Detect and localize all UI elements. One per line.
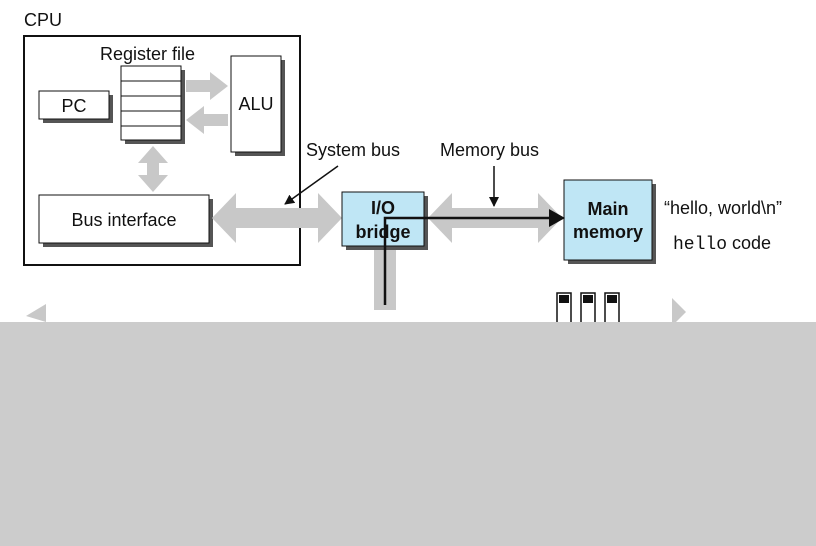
io-bridge-label-line2: bridge: [355, 222, 410, 242]
memory-code-suffix: code: [727, 233, 771, 253]
cpu-label: CPU: [24, 10, 62, 30]
partial-device-icons: [556, 292, 620, 324]
register-file: [120, 65, 185, 144]
regfile-to-alu-arrow: [186, 72, 228, 100]
io-bus-left-arrow-tip: [26, 304, 46, 322]
main-memory-label-line2: memory: [573, 222, 643, 242]
alu-to-regfile-arrow: [186, 106, 228, 134]
register-file-label: Register file: [100, 44, 195, 64]
memory-string-text: “hello, world\n”: [664, 198, 782, 218]
system-bus-label: System bus: [306, 140, 400, 160]
bus-interface-box: [38, 194, 213, 247]
alu-label: ALU: [238, 94, 273, 114]
data-path-arrowhead: [549, 209, 565, 227]
regfile-bus-interface-arrow: [138, 146, 168, 192]
alu-box: [230, 55, 285, 156]
main-memory-box: [563, 179, 656, 264]
pc-box: [38, 90, 113, 123]
io-bridge-label-line1: I/O: [371, 198, 395, 218]
memory-code-text: hello code: [673, 233, 771, 255]
main-memory-label-line1: Main: [587, 199, 628, 219]
data-path-line: [383, 216, 555, 305]
bus-interface-label: Bus interface: [71, 210, 176, 230]
memory-code-mono: hello: [673, 235, 727, 255]
io-bus-right-arrow-tip: [672, 298, 686, 326]
system-bus-arrow: [212, 193, 342, 243]
pc-label: PC: [61, 96, 86, 116]
redaction-band: [0, 322, 816, 546]
system-bus-pointer: [284, 165, 339, 205]
memory-bus-label: Memory bus: [440, 140, 539, 160]
